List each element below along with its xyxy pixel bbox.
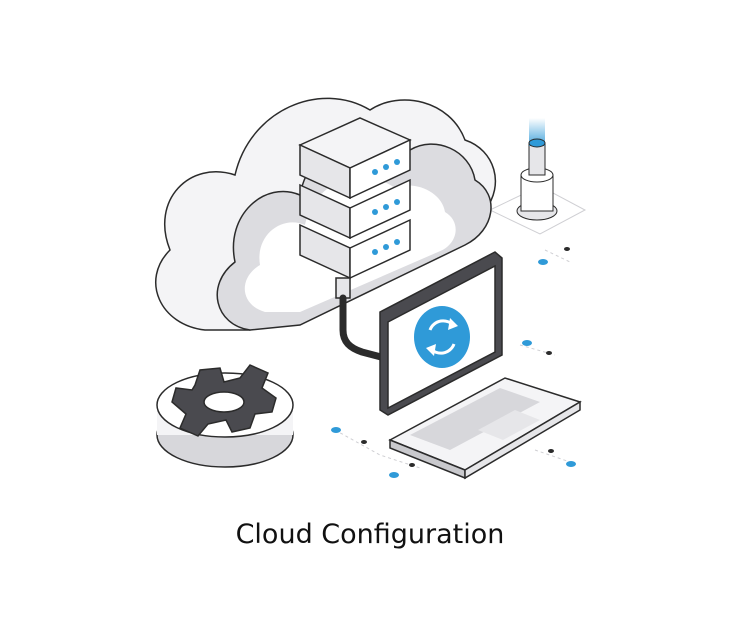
connector-dots xyxy=(331,247,576,478)
server-unit xyxy=(299,178,411,240)
beacon-icon xyxy=(488,118,587,235)
gear-icon xyxy=(156,364,294,468)
keyboard xyxy=(410,388,540,450)
sync-icon xyxy=(414,306,470,368)
server-unit xyxy=(298,117,412,200)
server-stack-icon xyxy=(298,117,412,299)
touchpad xyxy=(478,410,540,440)
laptop-icon xyxy=(379,251,582,480)
network-cable xyxy=(339,294,404,366)
illustration-caption: Cloud Configuration xyxy=(235,519,505,550)
server-unit xyxy=(299,218,411,280)
